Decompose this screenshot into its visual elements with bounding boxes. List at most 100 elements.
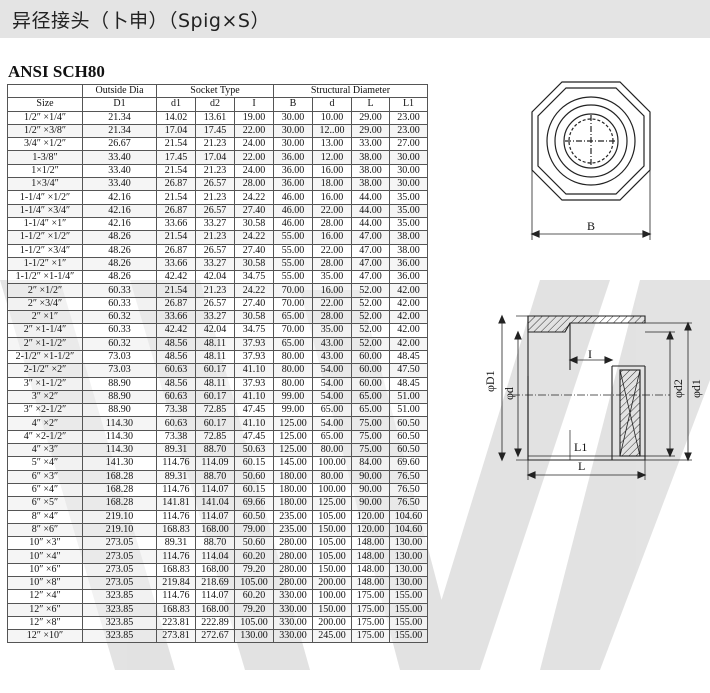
size-cell: 3″ ×1-1/2″ <box>7 376 83 391</box>
value-cell: 219.10 <box>82 522 157 538</box>
value-cell: 114.09 <box>195 456 235 471</box>
value-cell: 89.31 <box>156 536 196 551</box>
value-cell: 148.00 <box>351 549 390 564</box>
size-cell: 10″ ×3″ <box>7 536 83 551</box>
value-cell: 24.00 <box>234 163 274 179</box>
value-cell: 88.70 <box>195 443 235 458</box>
value-cell: 28.00 <box>234 177 274 192</box>
value-cell: 10.00 <box>312 110 352 125</box>
value-cell: 73.03 <box>82 363 157 378</box>
value-cell: 33.66 <box>156 256 196 272</box>
value-cell: 50.60 <box>234 469 274 484</box>
value-cell: 79.20 <box>234 562 274 577</box>
value-cell: 125.00 <box>273 416 313 431</box>
value-cell: 72.85 <box>195 403 235 418</box>
value-cell: 330.00 <box>273 615 313 631</box>
value-cell: 21.23 <box>195 283 235 298</box>
value-cell: 33.27 <box>195 256 235 272</box>
value-cell: 280.00 <box>273 549 313 564</box>
value-cell: 22.00 <box>234 150 274 165</box>
size-cell: 2″ ×1-1/4″ <box>7 323 83 338</box>
value-cell: 273.05 <box>82 575 157 591</box>
column-header: d2 <box>195 97 235 112</box>
value-cell: 114.30 <box>82 443 157 458</box>
value-cell: 16.00 <box>312 190 352 205</box>
value-cell: 26.67 <box>82 137 157 152</box>
value-cell: 88.90 <box>82 403 157 418</box>
size-cell: 12″ ×4″ <box>7 589 83 604</box>
value-cell: 280.00 <box>273 575 313 591</box>
value-cell: 65.00 <box>312 429 352 445</box>
size-cell: 3″ ×2-1/2″ <box>7 403 83 418</box>
size-cell: 6″ ×3″ <box>7 469 83 484</box>
size-cell: 4″ ×2″ <box>7 416 83 431</box>
value-cell: 27.00 <box>389 137 428 152</box>
value-cell: 54.00 <box>312 376 352 391</box>
value-cell: 26.57 <box>195 177 235 192</box>
value-cell: 48.26 <box>82 256 157 272</box>
size-cell: 2″ ×1/2″ <box>7 283 83 298</box>
size-cell: 8″ ×6″ <box>7 522 83 538</box>
size-cell: 2″ ×1-1/2″ <box>7 336 83 351</box>
value-cell: 88.90 <box>82 389 157 405</box>
value-cell: 100.00 <box>312 482 352 498</box>
size-cell: 12″ ×6″ <box>7 602 83 617</box>
value-cell: 114.76 <box>156 549 196 564</box>
structural-diameter-header: Structural Diameter <box>273 83 428 99</box>
value-cell: 21.54 <box>156 190 196 205</box>
value-cell: 72.85 <box>195 429 235 445</box>
value-cell: 13.61 <box>195 110 235 125</box>
value-cell: 44.00 <box>351 216 390 232</box>
value-cell: 48.56 <box>156 336 196 351</box>
value-cell: 48.56 <box>156 349 196 365</box>
size-cell: 1-3/8″ <box>7 150 83 165</box>
table-heading: ANSI SCH80 <box>8 62 105 81</box>
value-cell: 200.00 <box>312 575 352 591</box>
dim-label-d1-outer: φD1 <box>483 370 497 392</box>
value-cell: 42.16 <box>82 216 157 232</box>
value-cell: 36.00 <box>389 270 428 285</box>
value-cell: 38.00 <box>389 230 428 245</box>
outside-dia-header: Outside Dia <box>82 83 157 99</box>
value-cell: 219.84 <box>156 575 196 591</box>
dim-label-b: B <box>587 219 595 233</box>
value-cell: 175.00 <box>351 629 390 644</box>
value-cell: 155.00 <box>389 589 428 604</box>
value-cell: 47.00 <box>351 256 390 272</box>
value-cell: 35.00 <box>389 216 428 232</box>
value-cell: 73.38 <box>156 403 196 418</box>
value-cell: 30.00 <box>389 150 428 165</box>
value-cell: 168.28 <box>82 482 157 498</box>
value-cell: 52.00 <box>351 336 390 351</box>
size-cell: 1-1/4″ ×3/4″ <box>7 203 83 218</box>
value-cell: 54.00 <box>312 363 352 378</box>
value-cell: 21.23 <box>195 163 235 179</box>
value-cell: 16.00 <box>312 163 352 179</box>
value-cell: 70.00 <box>273 323 313 338</box>
value-cell: 19.00 <box>234 110 274 125</box>
group-header-row: Outside Dia Socket Type Structural Diame… <box>7 83 428 99</box>
value-cell: 130.00 <box>389 549 428 564</box>
dim-label-i: I <box>588 347 592 361</box>
spec-table: Outside Dia Socket Type Structural Diame… <box>7 83 428 644</box>
size-cell: 5″ ×4″ <box>7 456 83 471</box>
value-cell: 33.27 <box>195 216 235 232</box>
value-cell: 130.00 <box>389 562 428 577</box>
value-cell: 33.66 <box>156 310 196 325</box>
value-cell: 70.00 <box>273 283 313 298</box>
value-cell: 38.00 <box>389 243 428 258</box>
value-cell: 60.50 <box>234 509 274 524</box>
value-cell: 52.00 <box>351 296 390 312</box>
value-cell: 42.00 <box>389 310 428 325</box>
dim-label-d: φd <box>502 387 516 400</box>
value-cell: 36.00 <box>273 163 313 179</box>
value-cell: 33.40 <box>82 177 157 192</box>
